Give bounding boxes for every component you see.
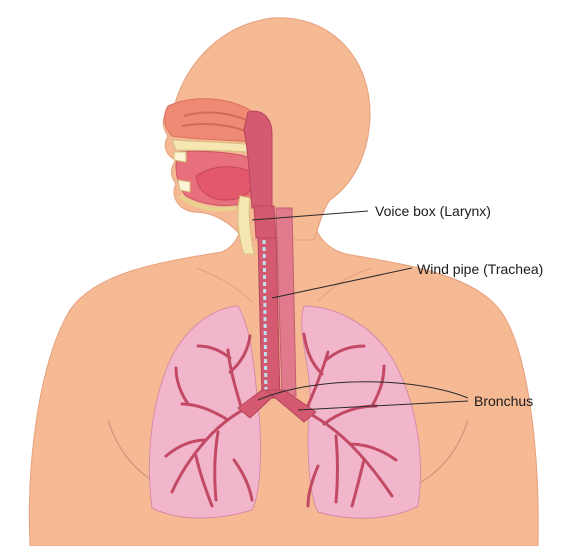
trachea [258,238,280,398]
upper-teeth [174,152,186,162]
label-wind-pipe: Wind pipe (Trachea) [417,261,543,277]
larynx [254,206,276,238]
label-bronchus: Bronchus [474,393,533,409]
lower-teeth [178,180,190,192]
label-voice-box: Voice box (Larynx) [375,203,491,219]
